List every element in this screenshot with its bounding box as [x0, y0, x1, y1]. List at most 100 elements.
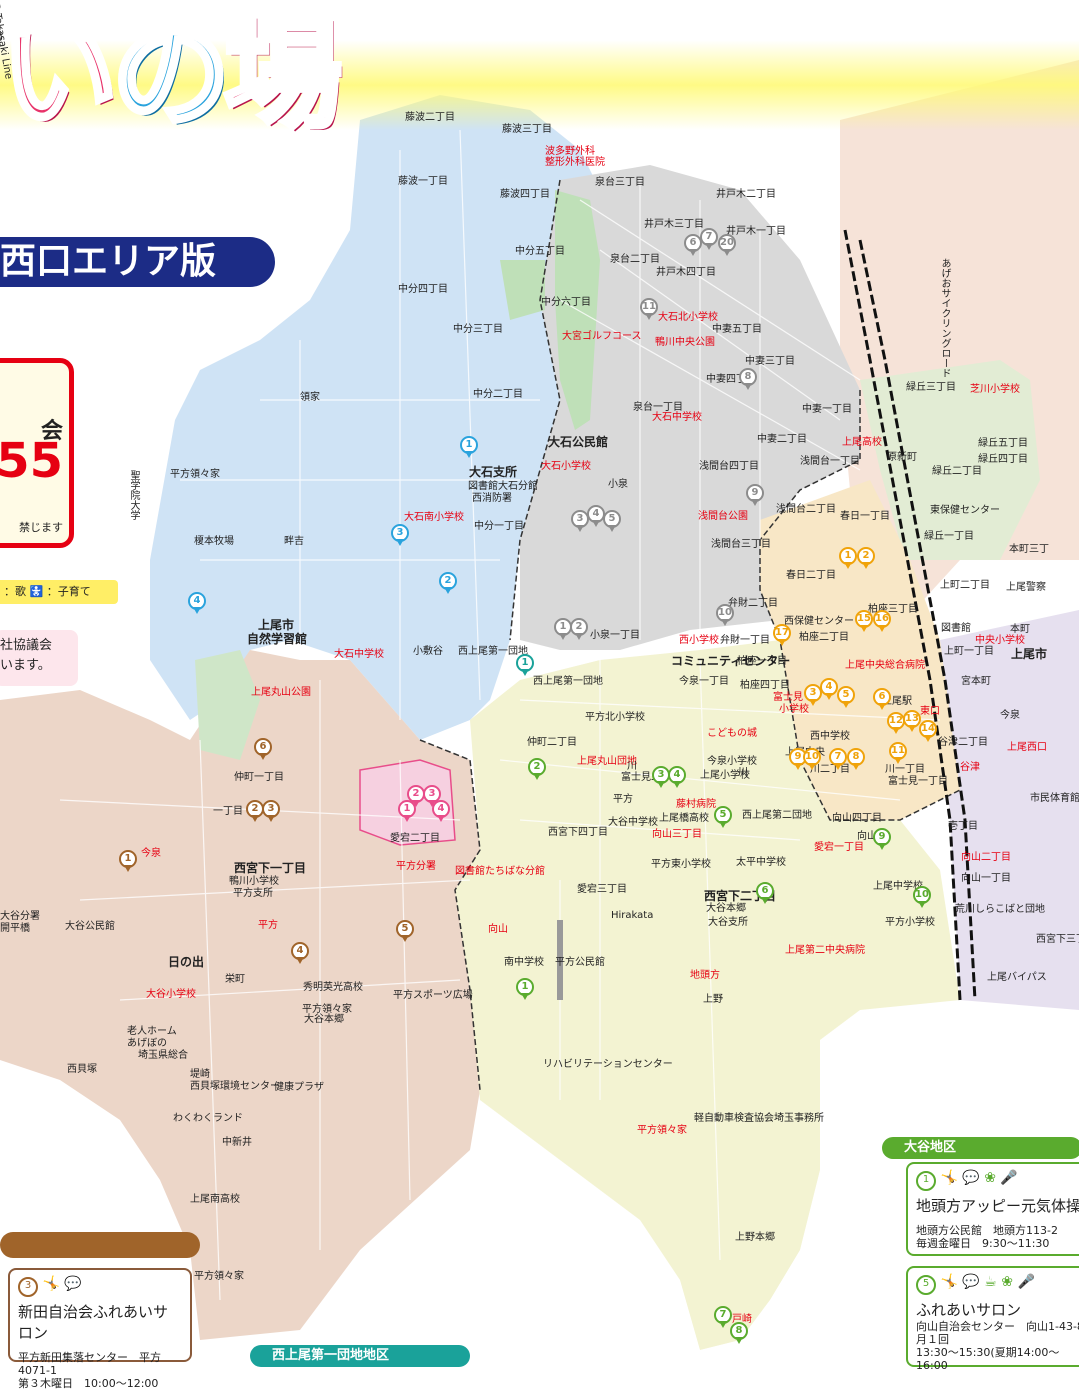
pin-tail — [723, 249, 731, 256]
salon-card-mukaiyama[interactable]: 5 🤸 💬 ☕ ❀ 🎤 ふれあいサロン 向山自治会センター 向山1-43-8 月… — [906, 1266, 1079, 1372]
map-pin-icon[interactable]: 8 — [847, 748, 865, 770]
map-pin-icon[interactable]: 11 — [889, 742, 907, 764]
map-pin-icon[interactable]: 5 — [396, 920, 414, 942]
map-pin-icon[interactable]: 2 — [528, 758, 546, 780]
map-label: 中分六丁目 — [541, 297, 591, 308]
map-label: 谷津二丁目 — [938, 737, 988, 748]
map-label: 大石中学校 — [334, 649, 384, 660]
map-label: 柏座二丁目 — [799, 632, 849, 643]
map-pin-icon[interactable]: 8 — [739, 368, 757, 390]
map-pin-icon[interactable]: 1 — [398, 800, 416, 822]
exercise-icon: 🤸 — [940, 1170, 958, 1186]
map-pin-icon[interactable]: 2 — [439, 572, 457, 594]
pin-tail — [521, 993, 529, 1000]
map-pin-icon[interactable]: 8 — [730, 1322, 748, 1344]
map-pin-icon[interactable]: 4 — [188, 592, 206, 614]
map-label: 本町 — [1010, 624, 1030, 635]
map-pin-icon[interactable]: 17 — [773, 624, 791, 646]
map-pin-icon[interactable]: 6 — [254, 738, 272, 760]
map-pin-icon[interactable]: 3 — [391, 524, 409, 546]
salon-card-jitogata[interactable]: 1 🤸 💬 ❀ 🎤 地頭方アッピー元気体操 地頭方公民館 地頭方113-2 毎週… — [906, 1162, 1079, 1256]
map-pin-icon[interactable]: 13 — [903, 710, 921, 732]
map-pin-icon[interactable]: 10 — [716, 604, 734, 626]
map-pin-icon[interactable]: 11 — [640, 298, 658, 320]
pin-number: 17 — [773, 624, 791, 642]
map-pin-icon[interactable]: 7 — [714, 1306, 732, 1328]
map-pin-icon[interactable]: 1 — [460, 436, 478, 458]
pin-tail — [918, 901, 926, 908]
map-label: 図書館たちばな分館 — [455, 866, 545, 877]
microphone-icon: 🎤 — [1017, 1274, 1035, 1290]
map-label: 鴨川中央公園 — [655, 337, 715, 348]
map-label: 上尾橋高校 — [659, 813, 709, 824]
map-label: わくわくランド — [173, 1113, 243, 1124]
map-label: 富士見 — [773, 692, 803, 703]
map-label: 弁財一丁目 — [720, 635, 770, 646]
pin-tail — [809, 699, 817, 706]
map-label: 鴨川小学校 — [229, 876, 279, 887]
map-pin-icon[interactable]: 3 — [804, 684, 822, 706]
map-label: 向山二丁目 — [961, 852, 1011, 863]
map-pin-icon[interactable]: 4 — [291, 942, 309, 964]
chat-icon: 💬 — [64, 1276, 82, 1292]
map-label: 柏座一丁目 — [737, 656, 787, 667]
map-label: 西上尾第二団地 — [742, 810, 812, 821]
map-label: 上尾中学校 — [873, 881, 923, 892]
map-label: 上尾バイパス — [987, 972, 1047, 983]
map-pin-icon[interactable]: 1 — [516, 654, 534, 676]
map-label: 上尾第二中央病院 — [785, 945, 865, 956]
map-pin-icon[interactable]: 1 — [839, 547, 857, 569]
map-pin-icon[interactable]: 15 — [855, 610, 873, 632]
map-pin-icon[interactable]: 20 — [718, 234, 736, 256]
map-pin-icon[interactable]: 4 — [668, 766, 686, 788]
map-pin-icon[interactable]: 6 — [873, 688, 891, 710]
map-pin-icon[interactable]: 6 — [756, 882, 774, 904]
map-label: 日の出 — [168, 955, 205, 969]
map-label: 栄町 — [225, 974, 245, 985]
map-pin-icon[interactable]: 10 — [913, 886, 931, 908]
notice-line2: います。 — [0, 658, 51, 673]
map-label: 向山三丁目 — [652, 829, 702, 840]
map-pin-icon[interactable]: 10 — [803, 748, 821, 770]
map-pin-icon[interactable]: 6 — [684, 234, 702, 256]
map-pin-icon[interactable]: 3 — [423, 785, 441, 807]
map-label: 弁財二丁目 — [728, 598, 778, 609]
map-pin-icon[interactable]: 7 — [700, 228, 718, 250]
map-pin-icon[interactable]: 5 — [714, 806, 732, 828]
kamio-gray-region — [520, 165, 860, 650]
map-pin-icon[interactable]: 7 — [829, 748, 847, 770]
map-pin-icon[interactable]: 9 — [873, 828, 891, 850]
map-pin-icon[interactable]: 2 — [246, 800, 264, 822]
map-pin-icon[interactable]: 1 — [119, 850, 137, 872]
map-label: 東保健センター — [930, 505, 1000, 516]
map-label: 中妻二丁目 — [757, 434, 807, 445]
brain-icon: ❀ — [1001, 1274, 1013, 1290]
map-label: 富士見二丁目 — [621, 772, 681, 783]
map-label: 西消防署 — [472, 493, 512, 504]
map-pin-icon[interactable]: 2 — [857, 547, 875, 569]
map-label: 健康プラザ — [274, 1082, 324, 1093]
map-pin-icon[interactable]: 16 — [873, 610, 891, 632]
map-label: 井戸木二丁目 — [716, 189, 776, 200]
map-pin-icon[interactable]: 5 — [603, 510, 621, 532]
map-label: 春日二丁目 — [786, 570, 836, 581]
map-pin-icon[interactable]: 5 — [837, 686, 855, 708]
card-schedule: 第３木曜日 10:00～12:00 — [18, 1377, 159, 1390]
map-pin-icon[interactable]: 3 — [262, 800, 280, 822]
map-pin-icon[interactable]: 4 — [820, 678, 838, 700]
map-label: あげぼの — [127, 1038, 167, 1049]
card-name: ふれあいサロン — [916, 1301, 1022, 1319]
card-schedule: 毎週金曜日 9:30～11:30 — [916, 1237, 1050, 1250]
map-label: 壱丁目 — [948, 821, 978, 832]
map-label: 西中学校 — [810, 731, 850, 742]
map-pin-icon[interactable]: 2 — [570, 618, 588, 640]
map-pin-icon[interactable]: 14 — [919, 720, 937, 742]
map-label: 愛宕二丁目 — [390, 833, 440, 844]
map-pin-icon[interactable]: 4 — [432, 800, 450, 822]
map-label: 大谷分署 — [0, 911, 40, 922]
salon-card-nitta[interactable]: 3 🤸 💬 新田自治会ふれあいサロン 平方新田集落センター 平方4071-1 第… — [8, 1268, 192, 1390]
map-label: 富士見一丁目 — [888, 776, 948, 787]
map-pin-icon[interactable]: 9 — [746, 484, 764, 506]
map-label: 緑丘三丁目 — [906, 382, 956, 393]
map-pin-icon[interactable]: 1 — [516, 978, 534, 1000]
